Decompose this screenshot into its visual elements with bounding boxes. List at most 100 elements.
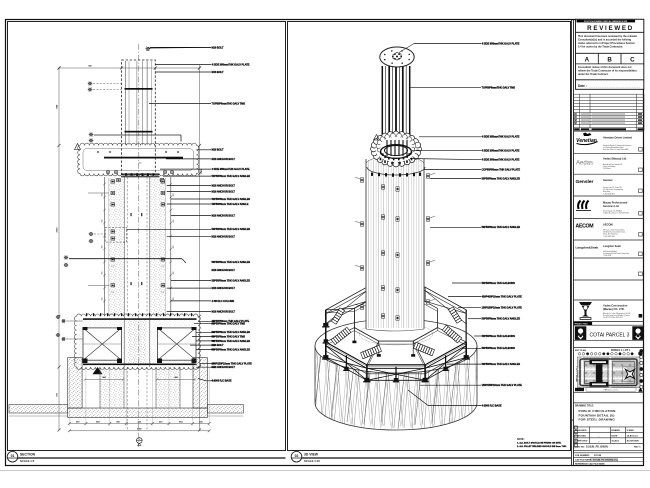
svg-text:M16 ANCHOR BOLT: M16 ANCHOR BOLT — [212, 365, 236, 369]
svg-text:Alameda Dr. Carlos D Assumpcao: Alameda Dr. Carlos D Assumpcao, No.258, — [603, 312, 631, 315]
svg-text:SCALE 1:10: SCALE 1:10 — [304, 459, 320, 463]
svg-text:AECOM: AECOM — [603, 223, 613, 227]
svg-text:DO NOT SCALE DRAWING. VERIFY A: DO NOT SCALE DRAWING. VERIFY ALL DIMENSI… — [584, 20, 628, 23]
svg-text:Macau Professional: Macau Professional — [603, 201, 628, 205]
svg-text:3D VIEW: 3D VIEW — [304, 453, 319, 457]
svg-text:Gensler, Level 22, Tower 535,: Gensler, Level 22, Tower 535, — [603, 187, 623, 189]
svg-text:Consultant(s)(s) and is accord: Consultant(s)(s) and is accorded the fol… — [578, 38, 632, 41]
svg-text:50P50P8mm THK GALV ANGLES: 50P50P8mm THK GALV ANGLES — [482, 225, 521, 229]
svg-text:300: 300 — [173, 246, 175, 249]
svg-text:FOR STEEL DRAWING: FOR STEEL DRAWING — [579, 418, 616, 422]
svg-text:12 Andar A-C, Macau T +853 28: 12 Andar A-C, Macau T +853 2878 3396 — [603, 212, 629, 215]
svg-text:M16 ANCHOR BOLT: M16 ANCHOR BOLT — [212, 286, 236, 290]
svg-text:400P400P10mm THK GALV PLATE: 400P400P10mm THK GALV PLATE — [482, 295, 523, 299]
svg-text:M16 BOLT: M16 BOLT — [212, 70, 224, 74]
svg-text:!: ! — [376, 137, 377, 140]
svg-text:Consultant review of this docu: Consultant review of this document does … — [578, 66, 632, 69]
svg-text:864: 864 — [96, 420, 100, 423]
svg-text:China Law Building: China Law Building — [603, 166, 616, 168]
svg-text:50P50P8mm THK GALV ANGLE: 50P50P8mm THK GALV ANGLE — [212, 202, 249, 206]
svg-text:M16 ANCHOR BOLT: M16 ANCHOR BOLT — [212, 213, 236, 217]
svg-text:5115JB_PD_BV(084).dwg: 5115JB_PD_BV(084).dwg — [593, 458, 619, 461]
svg-text:600: 600 — [76, 421, 80, 423]
svg-text:DRAWING TITLE:: DRAWING TITLE: — [575, 404, 594, 407]
svg-text:M16 ANCHOR BOLT: M16 ANCHOR BOLT — [212, 268, 236, 272]
svg-text:A: A — [585, 57, 590, 64]
svg-text:Langdon&Seah: Langdon&Seah — [576, 246, 599, 250]
svg-text:CHECKED: CHECKED — [575, 435, 586, 437]
svg-text:Tel: 2875 2233 Fax: 2875 2211: Tel: 2875 2233 Fax: 2875 2211 — [603, 317, 623, 319]
svg-text:TYP: TYP — [111, 292, 114, 294]
svg-text:TYP: TYP — [111, 266, 114, 268]
svg-text:4 SIDE 950mmTHK GALV PLATE: 4 SIDE 950mmTHK GALV PLATE — [212, 63, 250, 67]
svg-text:41 Connaught Road Central, Hon: 41 Connaught Road Central, Hong Kong — [603, 252, 629, 255]
svg-text:600: 600 — [116, 421, 120, 423]
svg-text:4 SIDE 950mmTHK GALV PLATE: 4 SIDE 950mmTHK GALV PLATE — [482, 158, 520, 162]
svg-text:NOTE:: NOTE: — [517, 438, 525, 441]
svg-text:DWG NO:: DWG NO: — [575, 447, 585, 449]
svg-text:CAD FILE NAME:: CAD FILE NAME: — [575, 458, 592, 461]
svg-text:TOP50P8mmTHK GALV TMS: TOP50P8mmTHK GALV TMS — [212, 101, 246, 105]
svg-text:SCALE 1:5: SCALE 1:5 — [20, 459, 35, 463]
svg-text:4 SIDE 950mmTHK GALV PLATE: 4 SIDE 950mmTHK GALV PLATE — [212, 167, 250, 171]
svg-text:864: 864 — [102, 376, 106, 379]
svg-text:SCALE: SCALE — [612, 440, 620, 443]
svg-text:T +852.2505.5855: T +852.2505.5855 — [603, 193, 615, 195]
svg-text:JOB NUMBER:: JOB NUMBER: — [575, 455, 590, 457]
svg-text:Rua de Xangai 175, Edf ACM: Rua de Xangai 175, Edf ACM — [603, 210, 623, 213]
svg-text:TOP50P8mmTHK GALV TMS: TOP50P8mmTHK GALV TMS — [482, 86, 516, 90]
svg-text:Yadea Construction: Yadea Construction — [603, 304, 628, 308]
svg-text:50P50P8mm THK GALBONS: 50P50P8mm THK GALBONS — [482, 334, 516, 338]
svg-text:50P50P8mm THK GALV TMS: 50P50P8mm THK GALV TMS — [212, 334, 246, 338]
svg-text:Gensler: Gensler — [603, 178, 613, 182]
svg-text:50P50P8mm THK GALV ANGLES: 50P50P8mm THK GALV ANGLES — [212, 197, 251, 201]
svg-text:Date :: Date : — [578, 84, 587, 88]
svg-text:R E V I E W E D: R E V I E W E D — [587, 25, 633, 32]
svg-text:status referred to in Project: status referred to in Project Procedures… — [578, 42, 635, 45]
svg-text:This document has been reviewe: This document has been reviewed by the r… — [578, 35, 637, 38]
svg-text:Aedas (Macau) Ltd.: Aedas (Macau) Ltd. — [603, 157, 627, 161]
svg-text:01: 01 — [11, 454, 15, 458]
svg-text:TYP: TYP — [161, 292, 164, 294]
svg-text:16/F Nexxus Building,: 16/F Nexxus Building, — [603, 251, 618, 253]
svg-text:Estrada da Baia de N. Senhora: Estrada da Baia de N. Senhora da Esperan… — [603, 144, 632, 147]
svg-text:T 2830 2000: T 2830 2000 — [603, 255, 611, 257]
svg-text:50P50P8mm THK GALBONS: 50P50P8mm THK GALBONS — [482, 346, 516, 350]
svg-text:Executive Offices-L2, Taipa, M: Executive Offices-L2, Taipa, Macao SAR — [603, 148, 628, 151]
svg-text:750: 750 — [57, 392, 59, 396]
svg-text:300: 300 — [101, 220, 103, 223]
svg-text:FOUNTAIN DETAIL (II): FOUNTAIN DETAIL (II) — [579, 413, 615, 417]
svg-text:B: B — [139, 439, 141, 441]
svg-text:4-2000 R.C BASE: 4-2000 R.C BASE — [482, 403, 502, 407]
svg-text:4 300 R.C COLUMN: 4 300 R.C COLUMN — [212, 299, 235, 303]
svg-text:COTAI PARCEL 3: COTAI PARCEL 3 — [590, 332, 630, 338]
svg-text:864: 864 — [179, 420, 183, 423]
svg-text:--: -- — [598, 435, 600, 437]
svg-text:DATE: DATE — [612, 434, 618, 437]
svg-text:138 Shatin Rural Committee Roa: 138 Shatin Rural Committee Road, — [603, 231, 626, 234]
svg-text:1. ALL BOLT SHOULD BE FIXING O: 1. ALL BOLT SHOULD BE FIXING ON SITE. — [517, 442, 562, 445]
svg-text:M16 BOLT: M16 BOLT — [212, 45, 224, 49]
svg-text:50P50P8mm THK GALV ANGLES: 50P50P8mm THK GALV ANGLES — [212, 174, 251, 178]
svg-text:600: 600 — [159, 421, 163, 423]
svg-text:40P50P50mm THK GALV PLATE: 40P50P50mm THK GALV PLATE — [212, 319, 250, 323]
svg-text:PARCEL 1, LOT 2: PARCEL 1, LOT 2 — [611, 349, 631, 352]
svg-text:AS SHOWN: AS SHOWN — [627, 440, 639, 443]
svg-text:50P50P8mm THK GALV ANGLES: 50P50P8mm THK GALV ANGLES — [212, 339, 251, 343]
svg-text:300: 300 — [101, 272, 103, 275]
svg-text:PARCEL 2, LOT 1: PARCEL 2, LOT 1 — [604, 388, 618, 391]
svg-text:5115JB_PD_BV(84): 5115JB_PD_BV(84) — [586, 446, 608, 449]
svg-text:M16 ANCHOR BOLT: M16 ANCHOR BOLT — [212, 183, 236, 187]
svg-text:4 SIDE 950mmTHK GALV PLATE: 4 SIDE 950mmTHK GALV PLATE — [482, 149, 520, 153]
svg-text:535 Jaffe Road, Causeway Bay,: 535 Jaffe Road, Causeway Bay, — [603, 189, 624, 191]
svg-text:Venetian Orient Limited: Venetian Orient Limited — [603, 136, 632, 140]
svg-text:A4: A4 — [571, 419, 574, 421]
svg-text:TYP: TYP — [161, 266, 164, 268]
svg-text:Hong Kong: Hong Kong — [603, 191, 610, 193]
svg-text:relieve the Trade Contractor o: relieve the Trade Contractor of its resp… — [578, 70, 638, 73]
svg-text:REFERENCE CAD FILE NAME: REFERENCE CAD FILE NAME — [575, 463, 605, 466]
svg-text:REV C: REV C — [634, 447, 641, 449]
svg-text:5.4 for action by the Trade Co: 5.4 for action by the Trade Contractor. — [578, 45, 623, 48]
svg-text:COP50P50mm THK GALV PLATE: COP50P50mm THK GALV PLATE — [482, 168, 521, 172]
svg-text:Praca Kin Heng Long, 18 Andar: Praca Kin Heng Long, 18 Andar Q, Macau — [603, 314, 630, 317]
